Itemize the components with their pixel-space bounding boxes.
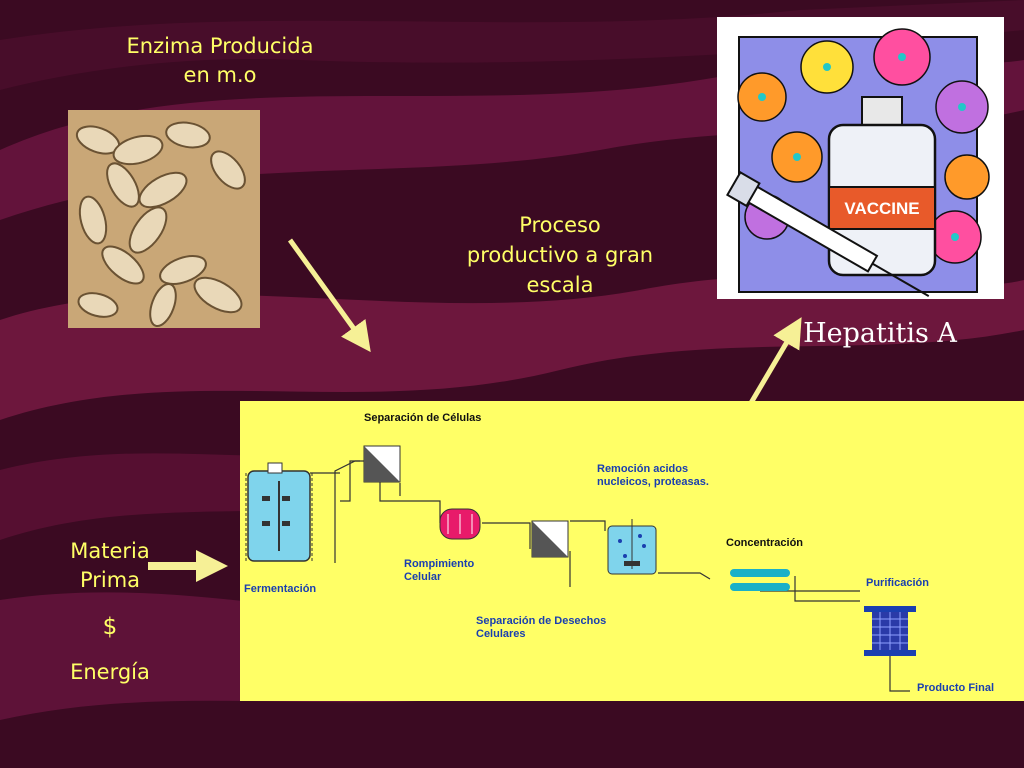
disruption-label-line1: Rompimiento	[404, 558, 475, 570]
vaccine-label-text: VACCINE	[844, 199, 919, 218]
removal-label-line2: nucleicos, proteasas.	[597, 476, 709, 488]
debris-separator-icon	[531, 520, 569, 558]
process-title-line1: Proceso	[519, 213, 601, 237]
cell-disruption-icon	[439, 508, 481, 540]
process-title: Proceso productivo a gran escala	[440, 210, 680, 300]
nucleic-removal-tank-icon	[607, 519, 657, 575]
raw-material-label: Materia Prima	[40, 537, 180, 595]
energy-label: Energía	[70, 660, 150, 684]
process-title-line3: escala	[526, 273, 594, 297]
debris-label-line2: Celulares	[476, 628, 526, 640]
raw-material-line2: Prima	[79, 568, 141, 592]
enzyme-title: Enzima Producida en m.o	[100, 32, 340, 90]
process-flow-diagram: Fermentación Separación de Células	[240, 401, 1024, 701]
final-product-label: Producto Final	[917, 682, 994, 694]
yeast-micrograph-image	[68, 110, 260, 328]
concentration-label: Concentración	[726, 537, 803, 549]
removal-label-line1: Remoción acidos	[597, 463, 688, 475]
purification-column-icon	[864, 606, 916, 656]
cell-separation-label: Separación de Células	[364, 412, 481, 424]
process-title-line2: productivo a gran	[466, 243, 654, 267]
enzyme-title-line2: en m.o	[183, 63, 257, 87]
fermenter-icon	[245, 462, 313, 562]
disruption-label-line2: Celular	[404, 571, 442, 583]
cell-separator-icon	[363, 445, 401, 483]
fermentation-label: Fermentación	[244, 583, 316, 595]
raw-material-line1: Materia	[70, 539, 150, 563]
concentration-icon	[730, 569, 790, 591]
enzyme-title-line1: Enzima Producida	[126, 34, 314, 58]
money-label: $	[102, 614, 118, 640]
hepatitis-label: Hepatitis A	[803, 318, 957, 349]
purification-label: Purificación	[866, 577, 929, 589]
debris-label-line1: Separación de Desechos	[476, 615, 606, 627]
vaccine-clipart-image: VACCINE	[717, 17, 1004, 299]
